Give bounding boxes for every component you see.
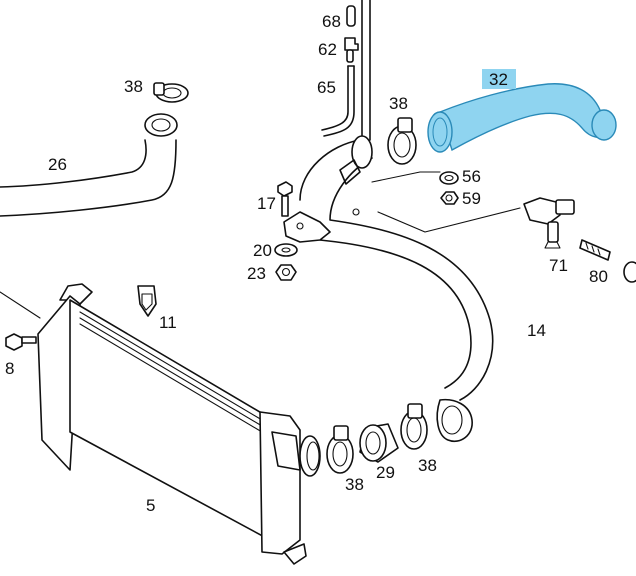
nut-23: [275, 264, 297, 281]
bolt-8: [5, 333, 37, 351]
label-71: 71: [549, 256, 568, 275]
label-38-bottom-right: 38: [418, 456, 437, 475]
label-23: 23: [247, 264, 266, 283]
clamp-38-bottom-right: [400, 403, 428, 450]
leader-lines: [371, 171, 521, 233]
label-38-top-left: 38: [124, 77, 143, 96]
sleeve-29: [359, 423, 399, 463]
nut-59: [440, 191, 459, 205]
label-38-bottom-left: 38: [345, 475, 364, 494]
label-32: 32: [489, 70, 508, 89]
connector-80: [579, 239, 636, 283]
clamp-38-top-mid: [387, 117, 417, 165]
label-8: 8: [5, 359, 14, 378]
label-11: 11: [159, 313, 177, 332]
hose-14: [283, 135, 494, 442]
bolt-17: [277, 181, 293, 217]
label-65: 65: [317, 78, 336, 97]
washer-56: [439, 171, 459, 185]
label-26: 26: [48, 155, 67, 174]
sensor-71: [523, 197, 575, 249]
label-38-top-mid: 38: [389, 94, 408, 113]
clamp-38-top-left: [153, 82, 189, 103]
label-59: 59: [462, 189, 481, 208]
intercooler-5: [0, 283, 321, 565]
hose-32-highlighted: [427, 83, 617, 153]
label-17: 17: [257, 194, 276, 213]
label-68: 68: [322, 12, 341, 31]
label-32-bg: [482, 69, 516, 89]
label-5: 5: [146, 496, 155, 515]
label-62: 62: [318, 40, 337, 59]
hose-26: [0, 113, 178, 217]
label-29: 29: [376, 463, 395, 482]
washer-20: [274, 243, 298, 257]
clip-11: [137, 285, 157, 317]
tube-68-62-65: [321, 0, 371, 141]
label-80: 80: [589, 267, 608, 286]
label-20: 20: [253, 241, 272, 260]
clamp-38-bottom-left: [326, 425, 354, 474]
label-14: 14: [527, 321, 546, 340]
label-56: 56: [462, 167, 481, 186]
